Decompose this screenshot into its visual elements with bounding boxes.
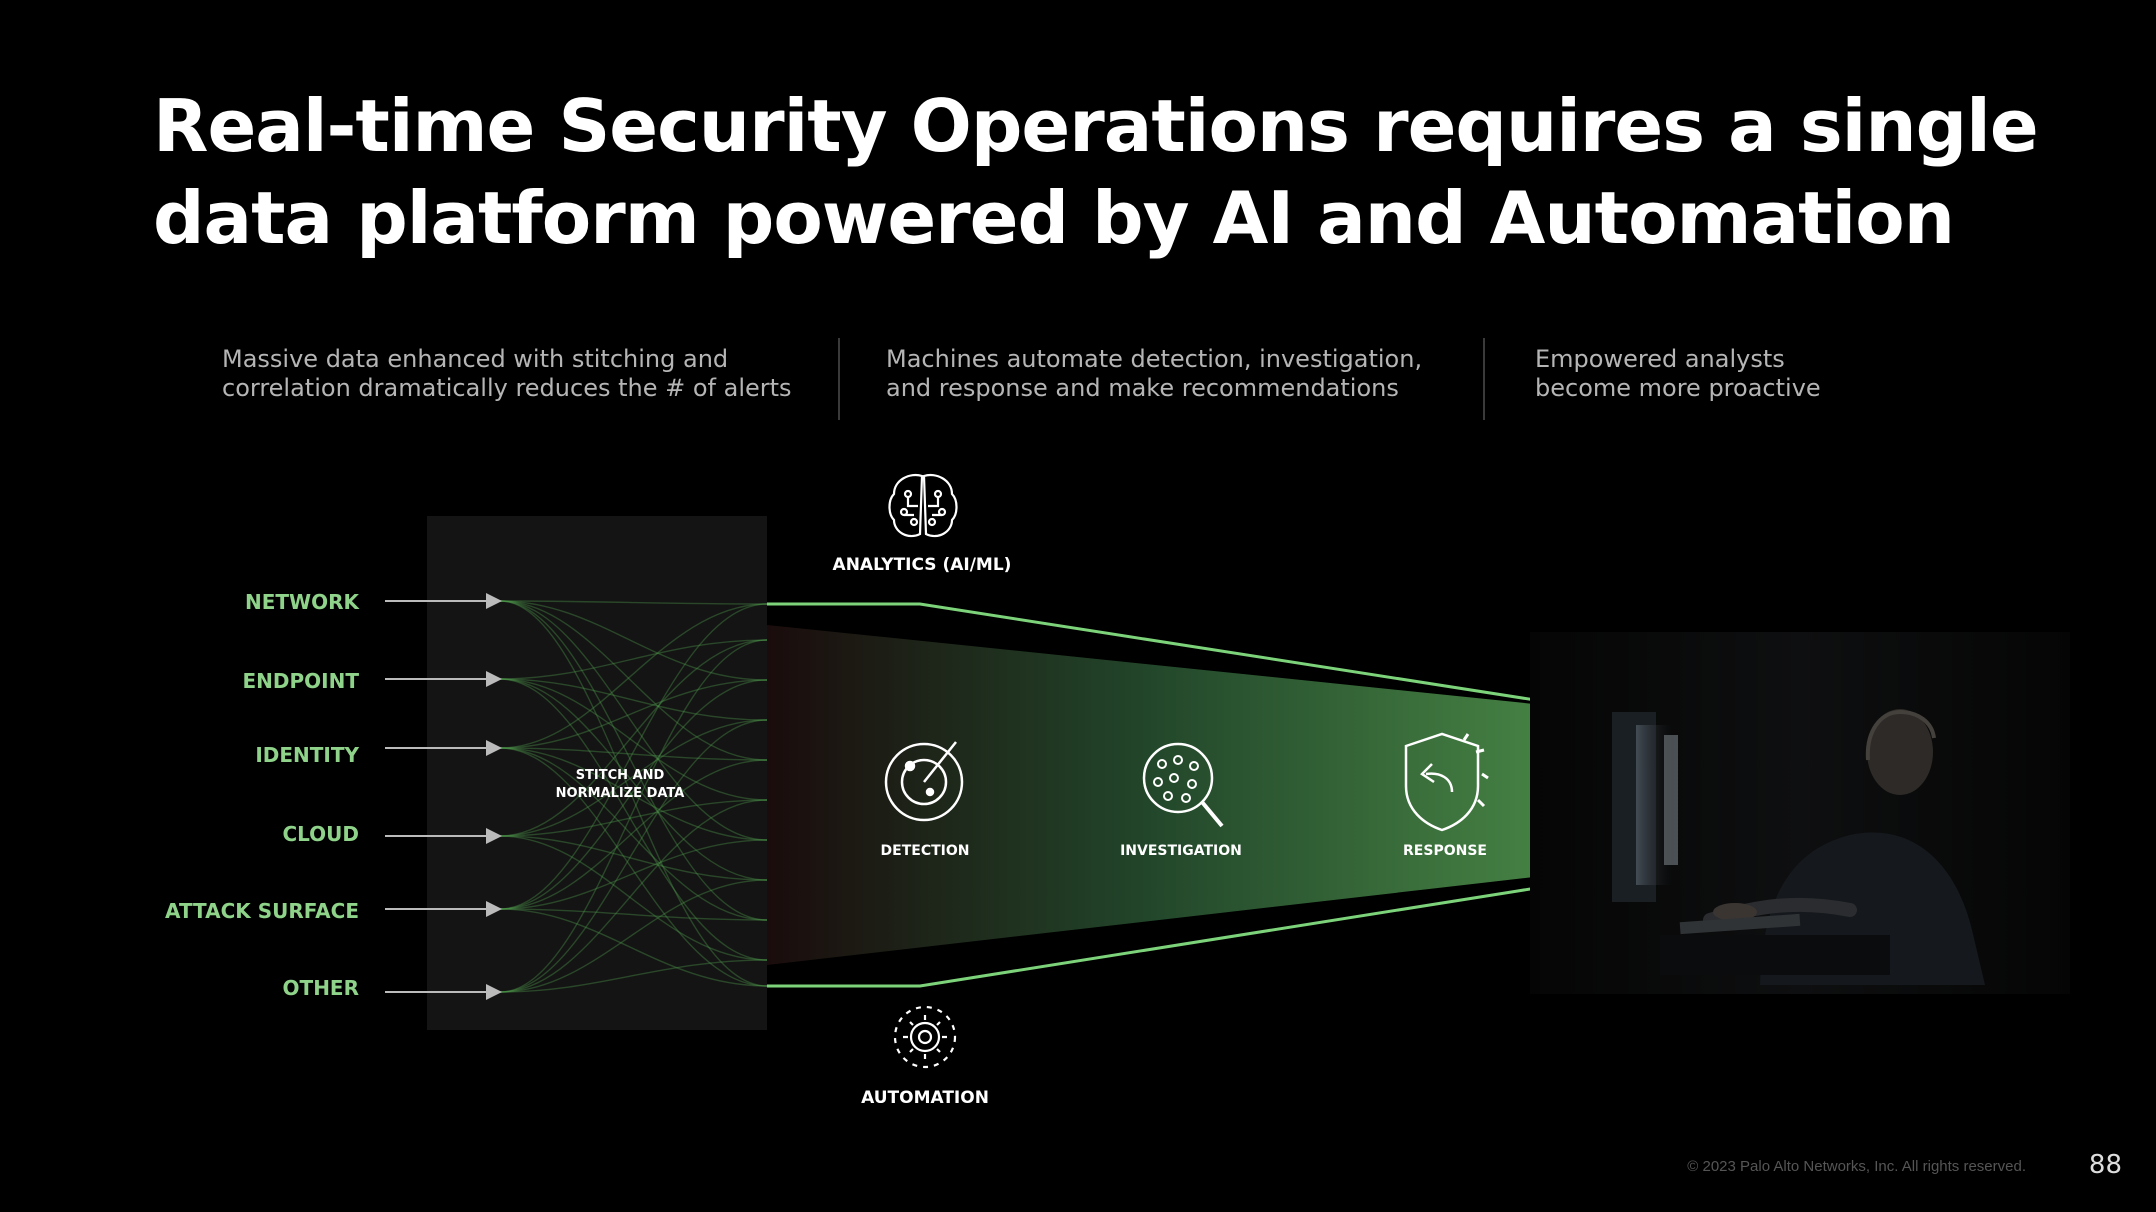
column-divider xyxy=(838,338,840,420)
weave-line xyxy=(499,839,768,910)
column-description-line: correlation dramatically reduces the # o… xyxy=(222,374,792,402)
monitor-glow xyxy=(1664,735,1678,865)
copyright-notice: © 2023 Palo Alto Networks, Inc. All righ… xyxy=(1687,1158,2026,1175)
weave-line xyxy=(499,639,768,680)
weave-line xyxy=(499,678,768,721)
weave-line xyxy=(499,639,768,993)
automation-label: AUTOMATION xyxy=(861,1088,989,1108)
source-label-cloud: CLOUD xyxy=(282,822,359,846)
magnifier-network-icon xyxy=(1142,742,1224,828)
weave-line xyxy=(499,600,768,681)
weave-line xyxy=(499,747,768,987)
slide-title-line-2: data platform powered by AI and Automati… xyxy=(153,176,1955,260)
weave-line xyxy=(499,600,768,987)
weave-line xyxy=(499,799,768,993)
weave-line xyxy=(499,678,768,961)
column-description-analysts: Empowered analysts become more proactive xyxy=(1535,345,1821,403)
stitch-label: STITCH AND NORMALIZE DATA xyxy=(540,767,700,803)
funnel-top-edge xyxy=(767,602,1613,714)
weave-line xyxy=(499,719,768,837)
funnel-bottom-edge xyxy=(767,874,1613,988)
column-description-line: Massive data enhanced with stitching and xyxy=(222,345,729,373)
page-number: 88 xyxy=(2088,1150,2122,1180)
analyst-hair xyxy=(1865,709,1936,761)
weave-line xyxy=(499,603,768,910)
weave-line xyxy=(499,835,768,961)
stage-label-detection: DETECTION xyxy=(880,843,970,859)
column-description-line: Empowered analysts xyxy=(1535,345,1785,373)
weave-line xyxy=(499,639,768,837)
source-label-attack-surface: ATTACK SURFACE xyxy=(165,899,359,923)
weave-line xyxy=(499,603,768,749)
weave-line xyxy=(499,600,768,605)
weave-line xyxy=(499,747,768,761)
weave-line xyxy=(499,678,768,801)
weave-line xyxy=(499,759,768,910)
column-description-data: Massive data enhanced with stitching and… xyxy=(222,345,792,403)
column-description-line: become more proactive xyxy=(1535,374,1821,402)
source-label-identity: IDENTITY xyxy=(255,743,359,767)
stage-label-response: RESPONSE xyxy=(1403,843,1487,859)
stitch-weave-lines xyxy=(499,600,768,993)
analyst-head xyxy=(1867,709,1933,795)
column-description-line: Machines automate detection, investigati… xyxy=(886,345,1423,373)
weave-line xyxy=(499,719,768,993)
weave-line xyxy=(499,679,768,910)
weave-line xyxy=(499,835,768,881)
gear-cycle-icon xyxy=(893,1005,957,1069)
source-label-network: NETWORK xyxy=(244,590,359,614)
analytics-label: ANALYTICS (AI/ML) xyxy=(832,555,1012,575)
weave-line xyxy=(499,959,768,993)
weave-line xyxy=(499,679,768,749)
slide-title-line-1: Real-time Security Operations requires a… xyxy=(153,84,2039,168)
source-label-endpoint: ENDPOINT xyxy=(242,669,359,693)
weave-line xyxy=(499,747,768,841)
weave-line xyxy=(499,799,768,837)
desk xyxy=(1660,935,1890,975)
weave-line xyxy=(499,678,768,881)
stitch-label-line: NORMALIZE DATA xyxy=(555,786,685,801)
source-label-other: OTHER xyxy=(282,976,359,1000)
stitch-label-line: STITCH AND xyxy=(575,768,665,783)
weave-line xyxy=(499,600,768,841)
monitor-screen xyxy=(1636,725,1672,885)
brain-circuit-icon xyxy=(888,473,958,538)
column-description-line: and response and make recommendations xyxy=(886,374,1399,402)
column-divider xyxy=(1483,338,1485,420)
column-description-machines: Machines automate detection, investigati… xyxy=(886,345,1422,403)
radar-icon xyxy=(884,741,964,822)
shield-gear-icon xyxy=(1404,732,1489,832)
weave-line xyxy=(499,879,768,993)
weave-line xyxy=(499,747,768,921)
analyst-hand xyxy=(1713,903,1757,921)
weave-line xyxy=(499,908,768,921)
weave-line xyxy=(499,600,768,921)
keyboard xyxy=(1679,913,1801,935)
source-arrows xyxy=(385,593,502,1000)
analyst-photo xyxy=(1530,632,2070,994)
weave-line xyxy=(499,908,768,987)
slide-title: Real-time Security Operations requires a… xyxy=(153,80,2053,264)
stage-label-investigation: INVESTIGATION xyxy=(1120,843,1242,859)
weave-line xyxy=(499,600,768,761)
